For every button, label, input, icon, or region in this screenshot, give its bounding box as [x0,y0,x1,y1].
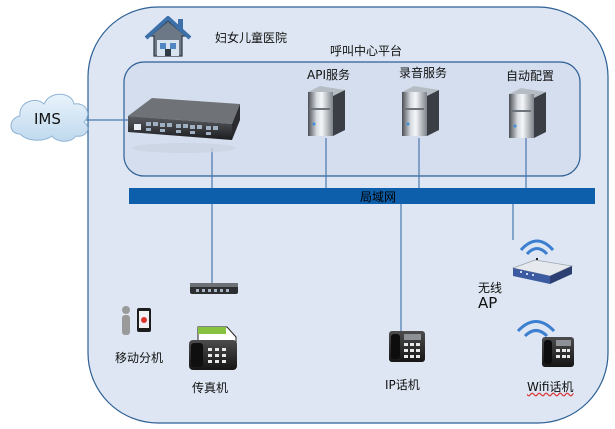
record-server-icon [402,86,439,136]
ims-cloud-icon [10,93,89,142]
ip-phone-label: IP话机 [385,378,420,392]
api-server-icon [308,86,345,136]
autoconfig-server-icon [509,88,546,138]
ap-label-line2: AP [478,294,498,312]
platform-boundary [123,61,581,177]
ip-phone-icon [389,331,425,362]
wifi-phone-label: Wifi话机 [527,380,574,394]
fax-machine-icon [189,326,237,370]
mobile-extension-label: 移动分机 [115,351,164,365]
lan-label: 局域网 [360,190,397,204]
ap-label-line1: 无线 [478,281,503,295]
platform-title: 呼叫中心平台 [330,44,403,58]
hub-icon [190,283,238,294]
hospital-name: 妇女儿童医院 [215,31,288,45]
wifi-phone-icon [516,320,574,367]
ims-label: IMS [34,110,61,128]
core-switch-icon [128,98,240,153]
mobile-extension-icon [122,306,151,335]
fax-label: 传真机 [192,381,229,395]
wireless-ap-icon [511,239,574,284]
record-server-label: 录音服务 [399,66,448,80]
api-server-label: API服务 [307,68,350,82]
link-lines [84,119,527,331]
autoconfig-server-label: 自动配置 [506,69,555,83]
lan-bar [129,188,595,204]
hospital-house-icon [144,16,192,57]
